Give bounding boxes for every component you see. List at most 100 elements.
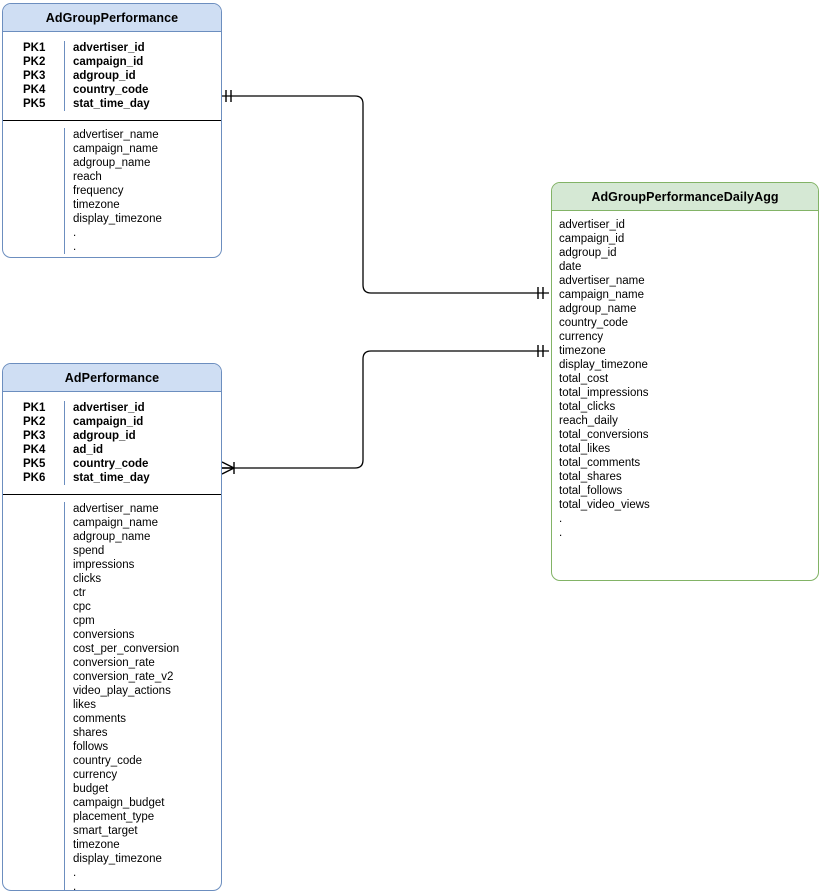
key-field: adgroup_id <box>73 70 136 82</box>
entity-adgroup-performance[interactable]: AdGroupPerformance PK1 PK2 PK3 PK4 PK5 a… <box>2 3 222 258</box>
attribute: reach_daily <box>559 415 618 427</box>
attribute: adgroup_name <box>73 531 151 543</box>
attribute-gutter <box>3 128 65 254</box>
attribute: total_likes <box>559 443 611 455</box>
attribute: country_code <box>73 755 143 767</box>
attribute: . <box>73 241 77 253</box>
attribute: budget <box>73 783 109 795</box>
attribute-section-adgroup-performance: advertiser_name campaign_name adgroup_na… <box>3 121 221 254</box>
attribute: conversion_rate <box>73 657 155 669</box>
key-field: country_code <box>73 84 149 96</box>
key-field: adgroup_id <box>73 430 136 442</box>
key-label: PK1 <box>23 42 46 54</box>
attribute: advertiser_name <box>559 275 645 287</box>
attribute: . <box>73 881 77 891</box>
attribute: total_follows <box>559 485 623 497</box>
attribute: conversions <box>73 629 135 641</box>
key-label: PK1 <box>23 402 46 414</box>
attribute: currency <box>559 331 604 343</box>
attribute-section-adgroup-performance-daily-agg: advertiser_id campaign_id adgroup_id dat… <box>552 211 818 540</box>
key-field: ad_id <box>73 444 104 456</box>
attribute: campaign_budget <box>73 797 165 809</box>
cardinality-one-one-target-2 <box>537 345 544 357</box>
key-field: country_code <box>73 458 149 470</box>
attribute-section-ad-performance: advertiser_name campaign_name adgroup_na… <box>3 495 221 891</box>
key-field-column: advertiser_id campaign_id adgroup_id ad_… <box>65 401 221 485</box>
attribute: advertiser_name <box>73 503 159 515</box>
entity-adgroup-performance-daily-agg[interactable]: AdGroupPerformanceDailyAgg advertiser_id… <box>551 182 819 581</box>
key-label: PK5 <box>23 98 46 110</box>
key-field: advertiser_id <box>73 402 145 414</box>
attribute: reach <box>73 171 102 183</box>
key-field: campaign_id <box>73 416 144 428</box>
attribute: smart_target <box>73 825 138 837</box>
attribute: likes <box>73 699 97 711</box>
attribute: adgroup_name <box>559 303 637 315</box>
cardinality-many-source <box>221 461 235 475</box>
attribute: conversion_rate_v2 <box>73 671 174 683</box>
attribute: total_shares <box>559 471 622 483</box>
key-label-column: PK1 PK2 PK3 PK4 PK5 <box>3 41 65 111</box>
key-label: PK5 <box>23 458 46 470</box>
attribute: campaign_name <box>559 289 645 301</box>
entity-title-adgroup-performance: AdGroupPerformance <box>3 4 221 32</box>
attribute: spend <box>73 545 105 557</box>
entity-ad-performance[interactable]: AdPerformance PK1 PK2 PK3 PK4 PK5 PK6 ad… <box>2 363 222 891</box>
attribute: follows <box>73 741 109 753</box>
attribute: campaign_name <box>73 143 159 155</box>
cardinality-one-one-source <box>225 90 232 102</box>
attribute: date <box>559 261 582 273</box>
attribute: ctr <box>73 587 86 599</box>
attribute: display_timezone <box>559 359 648 371</box>
attribute: . <box>73 227 77 239</box>
attribute: total_video_views <box>559 499 650 511</box>
attribute: timezone <box>73 199 120 211</box>
attribute: . <box>559 513 563 525</box>
attribute: total_conversions <box>559 429 649 441</box>
relationship-ad-to-agg[interactable] <box>221 345 549 475</box>
attribute: total_impressions <box>559 387 649 399</box>
attribute: frequency <box>73 185 124 197</box>
attribute: video_play_actions <box>73 685 171 697</box>
attribute: display_timezone <box>73 213 162 225</box>
entity-title-ad-performance: AdPerformance <box>3 364 221 392</box>
attribute: comments <box>73 713 127 725</box>
attribute: . <box>73 867 77 879</box>
attribute: placement_type <box>73 811 155 823</box>
attribute: cpm <box>73 615 95 627</box>
attribute: campaign_id <box>559 233 625 245</box>
attribute: currency <box>73 769 118 781</box>
key-label-column: PK1 PK2 PK3 PK4 PK5 PK6 <box>3 401 65 485</box>
key-label: PK3 <box>23 70 46 82</box>
attribute: cost_per_conversion <box>73 643 180 655</box>
key-field-column: advertiser_id campaign_id adgroup_id cou… <box>65 41 221 111</box>
attribute: cpc <box>73 601 91 613</box>
entity-title-adgroup-performance-daily-agg: AdGroupPerformanceDailyAgg <box>552 183 818 211</box>
attribute-column: advertiser_name campaign_name adgroup_na… <box>65 502 221 891</box>
key-label: PK4 <box>23 84 46 96</box>
attribute: total_cost <box>559 373 609 385</box>
attribute: . <box>559 527 563 539</box>
attribute: shares <box>73 727 108 739</box>
cardinality-one-one-target <box>537 287 544 299</box>
attribute-column: advertiser_name campaign_name adgroup_na… <box>65 128 221 254</box>
attribute: country_code <box>559 317 629 329</box>
attribute: total_clicks <box>559 401 616 413</box>
key-label: PK4 <box>23 444 46 456</box>
attribute: campaign_name <box>73 517 159 529</box>
relationship-adgroup-to-agg[interactable] <box>222 90 549 299</box>
key-label: PK6 <box>23 472 46 484</box>
attribute: display_timezone <box>73 853 162 865</box>
key-section-adgroup-performance: PK1 PK2 PK3 PK4 PK5 advertiser_id campai… <box>3 32 221 121</box>
attribute: adgroup_id <box>559 247 617 259</box>
attribute-gutter <box>3 502 65 890</box>
attribute: timezone <box>73 839 120 851</box>
attribute: total_comments <box>559 457 641 469</box>
key-field: campaign_id <box>73 56 144 68</box>
attribute: advertiser_name <box>73 129 159 141</box>
key-field: stat_time_day <box>73 472 150 484</box>
attribute: impressions <box>73 559 135 571</box>
attribute: advertiser_id <box>559 219 625 231</box>
key-label: PK2 <box>23 56 46 68</box>
